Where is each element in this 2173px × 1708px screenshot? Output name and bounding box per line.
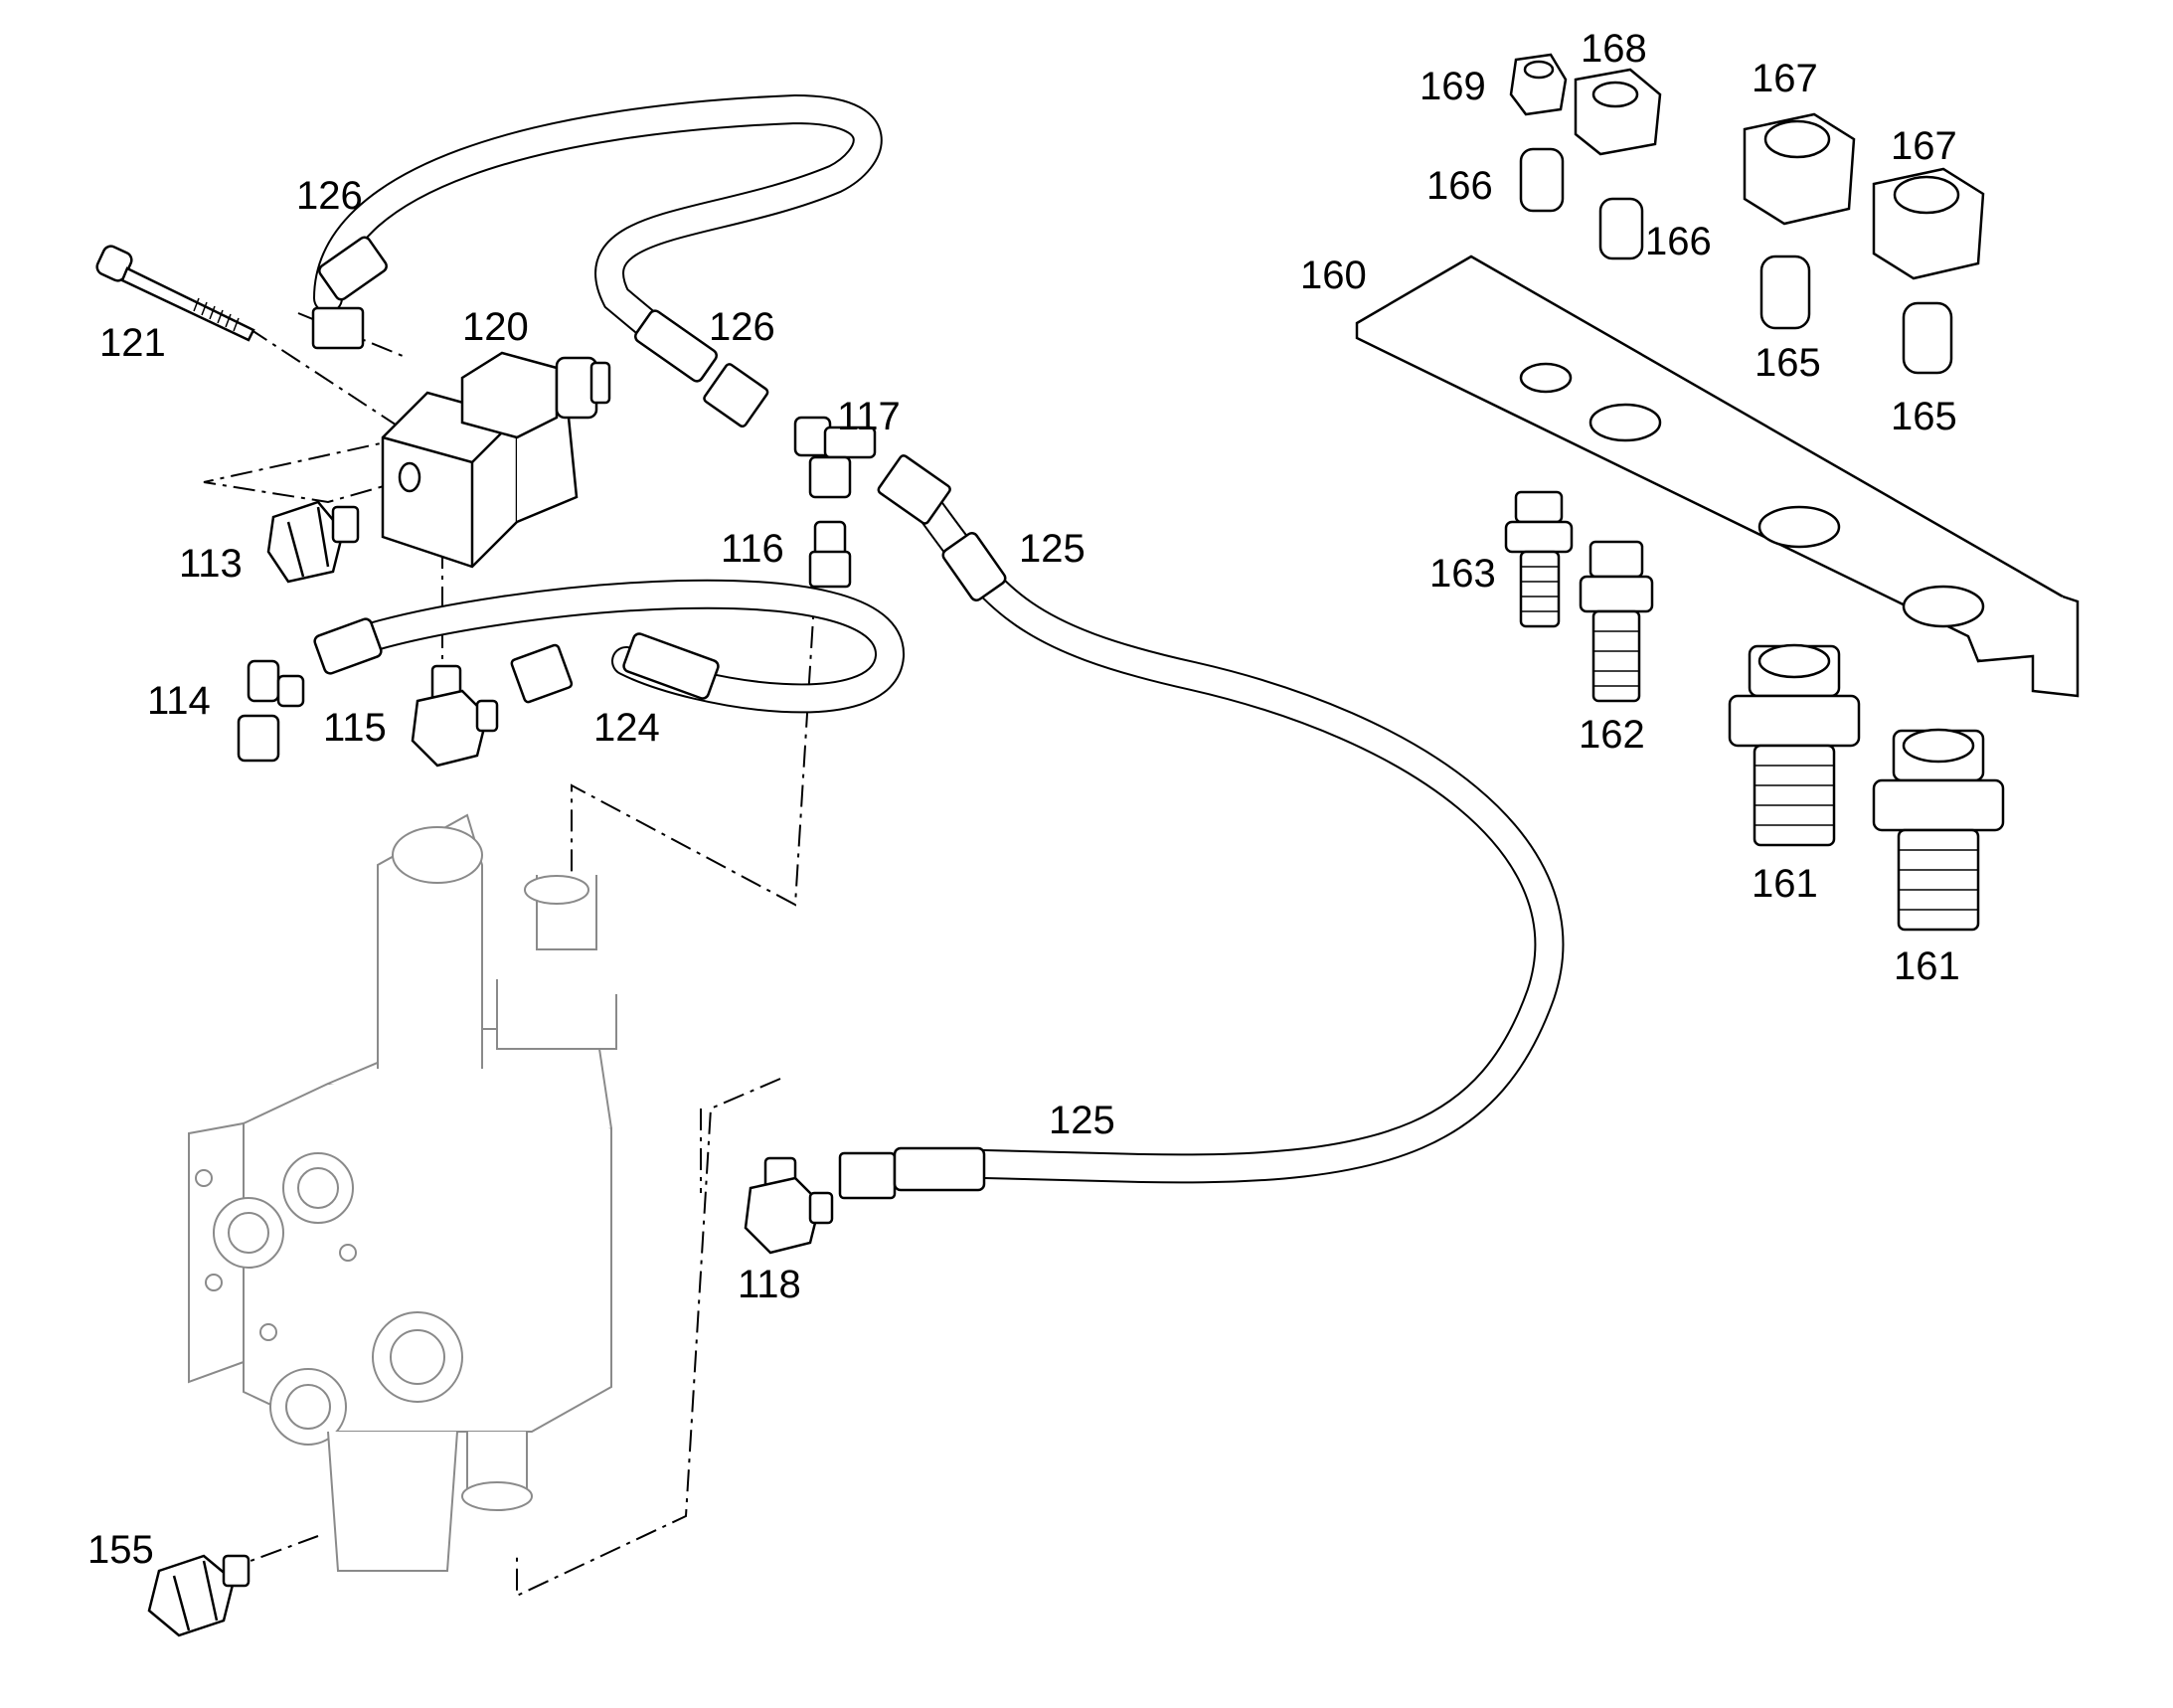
callout-167: 167 [1891, 124, 1957, 168]
callout-114: 114 [147, 679, 211, 723]
callout-162: 162 [1579, 713, 1645, 757]
bolt-121 [95, 245, 255, 342]
fittings [147, 416, 877, 1637]
callout-113: 113 [179, 542, 243, 586]
callout-169: 169 [1420, 65, 1486, 108]
callout-161: 161 [1752, 862, 1818, 906]
callout-163: 163 [1429, 552, 1496, 596]
callout-166: 166 [1426, 164, 1493, 208]
callout-labels: 121 126 120 126 117 113 116 125 114 115 … [87, 27, 1960, 1572]
fitting-114 [237, 659, 305, 763]
hose-126 [313, 93, 883, 363]
callout-117: 117 [837, 395, 901, 438]
callout-168: 168 [1581, 27, 1647, 71]
bracket-160 [1355, 255, 2080, 698]
hose-ends [311, 236, 1007, 1200]
callout-126: 126 [296, 174, 363, 218]
callout-125: 125 [1019, 527, 1086, 571]
fitting-113 [266, 500, 360, 584]
callout-120: 120 [462, 305, 529, 349]
callout-160: 160 [1300, 254, 1367, 297]
callout-165: 165 [1755, 341, 1821, 385]
fitting-155 [147, 1554, 251, 1637]
fitting-116 [808, 520, 852, 589]
hoses [313, 93, 1565, 1184]
valve-block [188, 813, 617, 1572]
callout-121: 121 [99, 321, 166, 365]
callout-125: 125 [1049, 1099, 1115, 1142]
callout-115: 115 [323, 706, 387, 750]
solenoid-valve-120 [381, 351, 611, 569]
callout-124: 124 [593, 706, 660, 750]
fitting-115 [411, 664, 499, 768]
callout-167: 167 [1752, 57, 1818, 100]
callout-161: 161 [1894, 944, 1960, 988]
callout-155: 155 [87, 1528, 154, 1572]
thread-marks [1521, 566, 1978, 911]
loose-parts [1504, 53, 2005, 932]
callout-166: 166 [1645, 220, 1712, 263]
callout-165: 165 [1891, 395, 1957, 438]
fitting-117 [793, 416, 877, 499]
callout-116: 116 [721, 527, 784, 571]
callout-126: 126 [709, 305, 775, 349]
fitting-118 [744, 1156, 834, 1255]
callout-118: 118 [738, 1263, 801, 1306]
